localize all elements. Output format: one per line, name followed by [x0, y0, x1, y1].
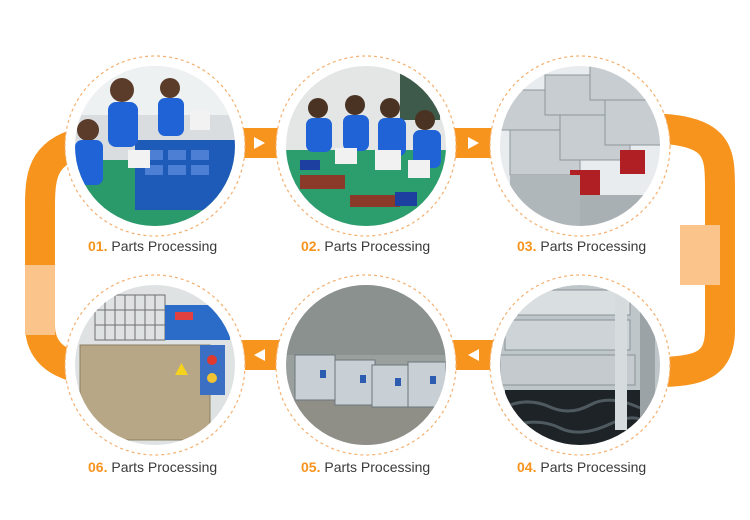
step-label-4: 04. Parts Processing [517, 459, 646, 475]
step-label-5: 05. Parts Processing [301, 459, 430, 475]
step-number: 04. [517, 459, 537, 475]
step-2-photo [286, 66, 446, 226]
step-label-2: 02. Parts Processing [301, 238, 430, 254]
step-number: 03. [517, 238, 537, 254]
step-label-1: 01. Parts Processing [88, 238, 217, 254]
step-title: Parts Processing [111, 459, 218, 475]
step-title: Parts Processing [540, 459, 647, 475]
step-title: Parts Processing [324, 459, 431, 475]
play-left-icon [254, 349, 265, 361]
play-right-icon [254, 137, 265, 149]
step-1-photo [75, 66, 235, 226]
step-title: Parts Processing [324, 238, 431, 254]
step-label-6: 06. Parts Processing [88, 459, 217, 475]
step-number: 02. [301, 238, 321, 254]
step-number: 01. [88, 238, 108, 254]
step-number: 06. [88, 459, 108, 475]
step-label-3: 03. Parts Processing [517, 238, 646, 254]
step-title: Parts Processing [111, 238, 218, 254]
play-right-icon [468, 137, 479, 149]
play-left-icon [468, 349, 479, 361]
step-5-photo [286, 285, 446, 445]
step-3-photo [500, 66, 660, 226]
step-number: 05. [301, 459, 321, 475]
step-title: Parts Processing [540, 238, 647, 254]
step-6-photo [75, 285, 235, 445]
